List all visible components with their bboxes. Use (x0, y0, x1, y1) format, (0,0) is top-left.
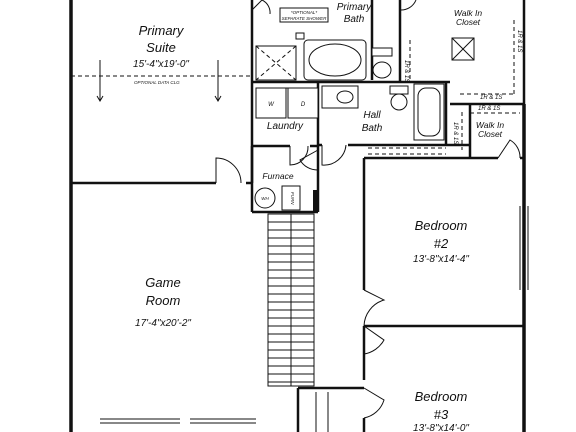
svg-text:1R & 1S: 1R & 1S (452, 122, 458, 144)
primary-bath-fixtures: *OPTIONAL* SEPARATE SHOWER Primary Bath (255, 2, 393, 81)
primary-suite-dims: 15'-4"x19'-0" (133, 59, 189, 70)
bedroom2-dims: 13'-8"x14'-4" (413, 254, 469, 265)
game-room-label: Game (145, 275, 180, 290)
furnace-closet: WH FURN Furnace (254, 171, 318, 212)
svg-text:1R & 1S: 1R & 1S (403, 60, 409, 82)
washer-icon (255, 87, 287, 119)
svg-text:Hall: Hall (363, 110, 381, 121)
svg-text:Walk In: Walk In (476, 120, 504, 130)
dryer-icon (287, 87, 319, 119)
stairs (267, 213, 315, 387)
hall-closet: 1R & 1S 1R & 1S Walk In Closet (452, 106, 520, 150)
optional-shower-tag (279, 7, 329, 23)
primary-suite-label: Primary (139, 23, 185, 38)
svg-text:Primary: Primary (337, 2, 372, 13)
toilet-icon (372, 61, 392, 79)
bathtub-icon (303, 39, 367, 81)
svg-text:Room: Room (146, 293, 181, 308)
bedroom3-dims: 13'-8"x14'-0" (413, 423, 469, 432)
svg-text:Furnace: Furnace (262, 171, 293, 181)
game-room-dims: 17'-4"x20'-2" (135, 318, 191, 329)
svg-text:Walk In: Walk In (454, 8, 482, 18)
svg-text:1R & 1S: 1R & 1S (516, 30, 522, 52)
svg-text:*OPTIONAL*: *OPTIONAL* (291, 10, 318, 15)
windows (100, 206, 529, 424)
bathtub-icon (413, 83, 445, 141)
svg-text:FURN: FURN (290, 192, 295, 205)
bedroom3-closet (315, 392, 329, 432)
toilet-icon (390, 93, 408, 111)
svg-text:WH: WH (261, 196, 269, 201)
furnace-unit-icon (281, 185, 301, 211)
svg-text:Bath: Bath (344, 14, 365, 25)
laundry: W D Laundry (255, 87, 319, 132)
svg-text:D: D (301, 102, 306, 108)
bedroom3-label: Bedroom (415, 389, 468, 404)
toilet-tank-icon (371, 47, 393, 57)
svg-text:Closet: Closet (478, 129, 503, 139)
svg-text:Closet: Closet (456, 17, 481, 27)
bedroom2-label: Bedroom (415, 218, 468, 233)
primary-closet: 1R & 1S 1R & 1S 1R & 1S Walk In Closet (403, 8, 522, 101)
svg-text:SEPARATE SHOWER: SEPARATE SHOWER (282, 16, 328, 21)
toilet-tank-icon (389, 85, 409, 95)
hall-bath: Hall Bath (321, 83, 446, 155)
svg-text:Bath: Bath (362, 123, 383, 134)
optional-ceiling-label: OPTIONAL DATA CLG (134, 80, 180, 85)
svg-text:W: W (268, 102, 275, 108)
svg-text:#2: #2 (434, 236, 449, 251)
room-labels: Primary Suite 15'-4"x19'-0" Game Room 17… (133, 23, 469, 432)
sink-icon (336, 90, 354, 104)
svg-text:#3: #3 (434, 407, 449, 422)
svg-text:1R & 1S: 1R & 1S (478, 106, 500, 112)
svg-text:Laundry: Laundry (267, 121, 304, 132)
svg-text:Suite: Suite (146, 40, 176, 55)
svg-text:1R & 1S: 1R & 1S (480, 95, 502, 101)
doors (215, 0, 521, 419)
water-heater-icon (254, 187, 276, 209)
optional-ceiling: OPTIONAL DATA CLG (71, 60, 252, 102)
